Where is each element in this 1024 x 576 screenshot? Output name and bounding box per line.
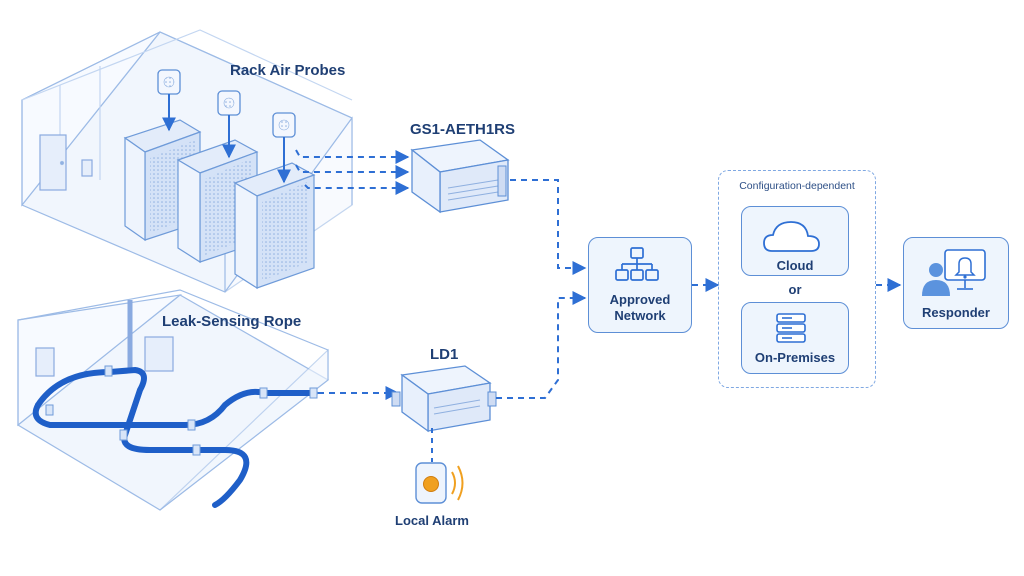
approved-network-label: Approved Network — [609, 292, 671, 323]
leak-sensing-rope-label: Leak-Sensing Rope — [162, 313, 302, 330]
cloud-label: Cloud — [776, 258, 814, 273]
responder-label: Responder — [922, 305, 990, 320]
local-alarm-label: Local Alarm — [395, 513, 469, 528]
leak-sensing-rope — [32, 365, 318, 508]
or-label: or — [788, 282, 802, 297]
configuration-dependent-group — [718, 170, 876, 388]
probe-icon — [157, 69, 181, 132]
probe-connections — [295, 149, 410, 195]
ld1-label: LD1 — [430, 346, 459, 363]
probe-icon — [272, 112, 296, 184]
configuration-dependent-label: Configuration-dependent — [739, 180, 855, 192]
probe-icon — [217, 90, 241, 159]
ld1-device — [391, 365, 497, 433]
on-premises-label: On-Premises — [754, 350, 836, 365]
rack-3 — [233, 162, 316, 290]
cloud-box — [741, 206, 849, 276]
rack-air-probes-label: Rack Air Probes — [230, 62, 346, 79]
alarm-device-icon — [415, 462, 464, 504]
gateway-label: GS1-AETH1RS — [410, 121, 516, 138]
gateway-device — [410, 139, 510, 214]
network-connections — [496, 179, 902, 399]
